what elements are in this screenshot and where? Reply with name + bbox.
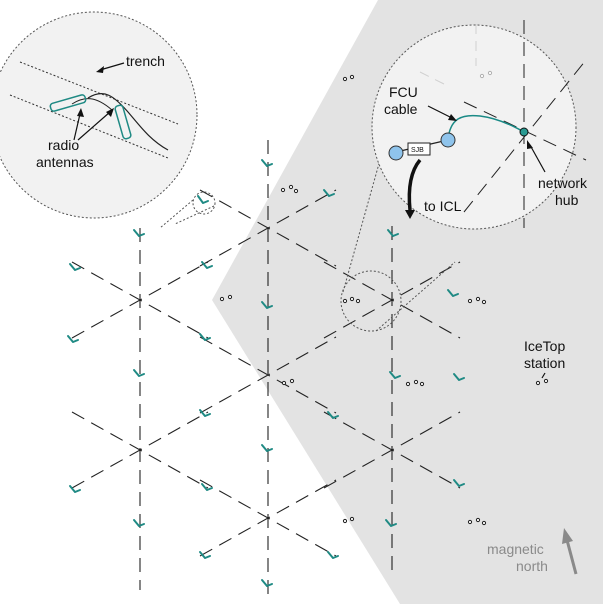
- antenna-icon: [453, 373, 465, 381]
- antenna-icon: [199, 551, 211, 559]
- icetop-station-icon: [467, 517, 487, 526]
- icetop-station-icon: [467, 296, 487, 305]
- antenna-icon: [133, 369, 145, 377]
- hub-pointer: [529, 144, 546, 173]
- network-hub-icon: [519, 127, 529, 137]
- icetop-station-icon: [342, 296, 361, 304]
- antenna-icon: [199, 333, 211, 341]
- antenna-icon: [447, 289, 459, 297]
- icetop-station-icon: [280, 184, 299, 194]
- antenna-icon: [69, 485, 81, 493]
- radio-antenna-group: [67, 159, 465, 587]
- antenna-icon: [389, 371, 401, 379]
- antenna-cable: [87, 93, 169, 151]
- network-hub-label-line2: hub: [555, 192, 579, 208]
- trench-edge-lower: [9, 94, 169, 159]
- antenna-icon: [69, 263, 81, 271]
- antenna-icon: [201, 483, 213, 491]
- trench-label: trench: [126, 53, 165, 69]
- zoom-source-circle-right: [340, 270, 402, 332]
- sjb-label: SJB: [411, 147, 424, 154]
- magnetic-north-label-line1: magnetic: [487, 541, 544, 557]
- icetop-station-icon: [281, 378, 295, 386]
- trench-pointer: [99, 62, 125, 71]
- antenna-icon: [385, 519, 397, 527]
- antenna-icon: [197, 195, 209, 204]
- inset-trench-antennas: trench radio antennas: [0, 11, 198, 219]
- zoom-connectors: [159, 159, 456, 332]
- antenna-icon: [387, 229, 399, 237]
- icetop-station-icon: [535, 378, 549, 386]
- network-hub-label-line1: network: [538, 175, 588, 191]
- antenna-icon: [327, 551, 339, 559]
- icetop-station-icon: [342, 74, 355, 82]
- antenna-icon: [327, 411, 339, 419]
- antenna-pointer-2: [77, 111, 111, 141]
- icetop-stations: [219, 74, 549, 526]
- antenna-icon: [323, 189, 335, 197]
- inset-fcu-network: SJB FCU cable to ICL network hub: [371, 20, 588, 230]
- antenna-icon: [49, 94, 132, 140]
- sjb-node-right: [440, 132, 456, 148]
- antenna-icon: [261, 444, 273, 452]
- magnetic-north-label-line2: north: [516, 558, 548, 574]
- trench-edge-upper: [19, 61, 179, 125]
- icetop-station-label-line1: IceTop: [524, 338, 565, 354]
- icetop-station-label-line2: station: [524, 355, 565, 371]
- antenna-icon: [261, 579, 273, 587]
- sjb-box: [407, 142, 431, 156]
- antenna-icon: [133, 519, 145, 527]
- zoom-source-circle-left: [192, 191, 216, 215]
- antenna-icon: [199, 409, 211, 417]
- icetop-station-icon: [405, 379, 425, 387]
- trench-lines: [71, 140, 461, 600]
- antenna-icon: [133, 229, 145, 237]
- antenna-icon: [67, 335, 79, 343]
- fcu-pointer: [427, 105, 453, 119]
- radio-antennas-label-line2: antennas: [36, 154, 94, 170]
- fcu-cable-label-line2: cable: [384, 101, 418, 117]
- antenna-icon: [261, 301, 273, 309]
- radio-antennas-label-line1: radio: [48, 137, 79, 153]
- antenna-pointer-1: [73, 113, 81, 141]
- icetop-pointer: [541, 372, 546, 379]
- fcu-cable-label-line1: FCU: [389, 84, 418, 100]
- fcu-cable-path: [447, 114, 525, 141]
- antenna-icon: [261, 159, 273, 167]
- north-arrow-icon: [562, 528, 578, 575]
- antenna-icon: [201, 261, 213, 269]
- sjb-node-left: [388, 145, 404, 161]
- icl-cable-path: [407, 158, 422, 211]
- to-icl-label: to ICL: [424, 198, 462, 214]
- icetop-station-icon: [342, 516, 355, 524]
- antenna-icon: [453, 479, 465, 487]
- icetop-station-icon: [219, 294, 233, 302]
